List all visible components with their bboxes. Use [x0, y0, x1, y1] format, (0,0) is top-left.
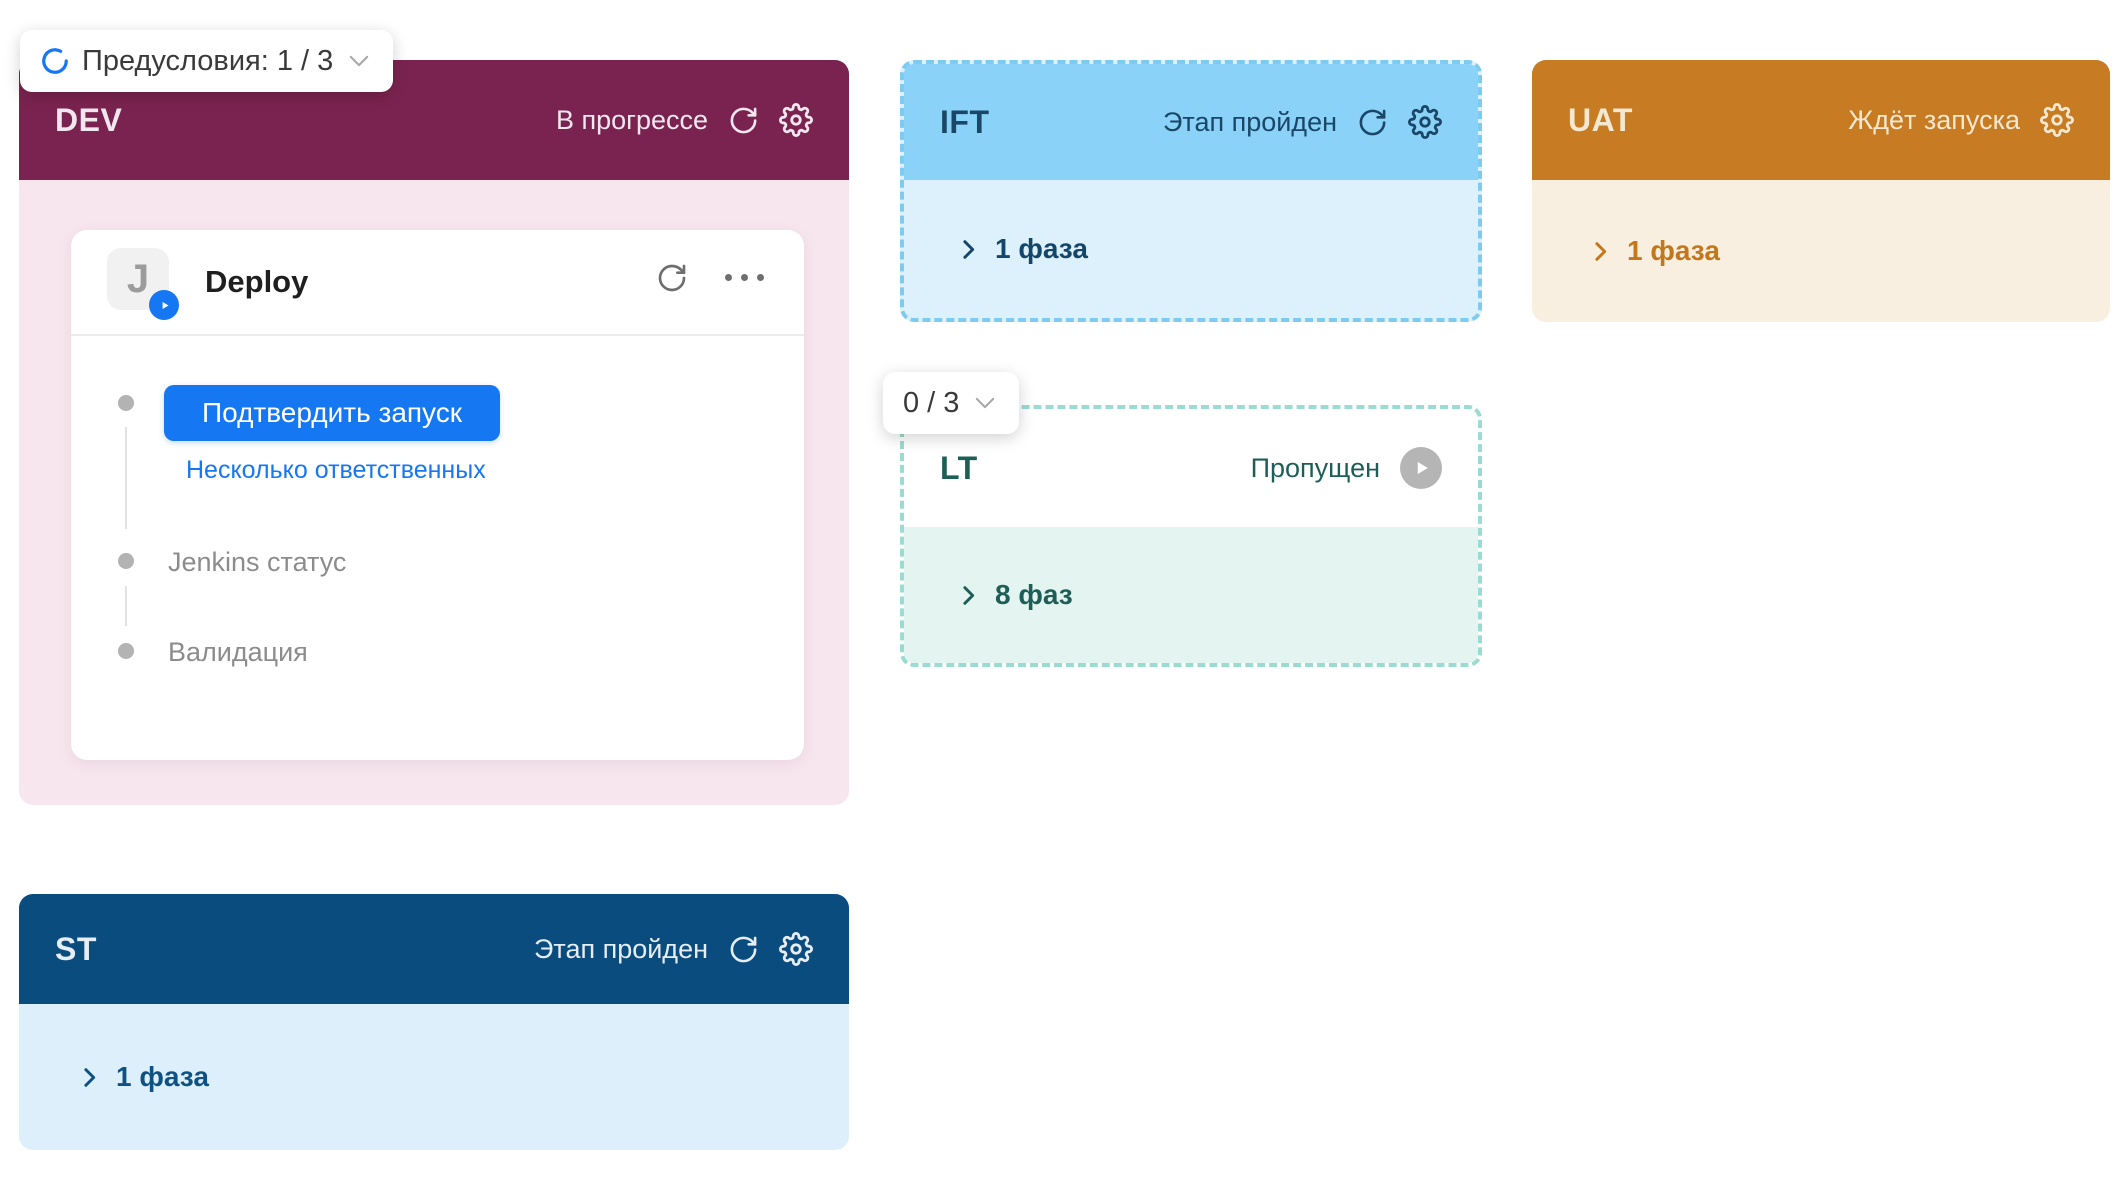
running-play-badge-icon: [149, 290, 179, 320]
st-phases-label: 1 фаза: [116, 1061, 209, 1092]
lt-status-text: Пропущен: [1250, 452, 1380, 483]
dev-stage-title: DEV: [55, 101, 123, 138]
preconditions-badge[interactable]: Предусловия: 1 / 3: [20, 30, 394, 92]
st-status-text: Этап пройден: [533, 933, 708, 964]
play-icon: [1410, 457, 1432, 479]
job-divider: [71, 334, 804, 336]
refresh-icon[interactable]: [1357, 107, 1388, 138]
dev-status-text: В прогрессе: [555, 104, 708, 135]
uat-phases-toggle[interactable]: 1 фаза: [1588, 235, 1720, 267]
lt-stage-header: LT Пропущен: [904, 409, 1478, 527]
gear-icon[interactable]: [779, 932, 813, 966]
preconditions-label: Предусловия: 1 / 3: [82, 44, 334, 77]
lt-progress-label: 0 / 3: [903, 386, 960, 419]
step-connector: [125, 427, 127, 529]
job-header: J Deploy: [71, 230, 804, 334]
refresh-icon[interactable]: [728, 105, 759, 136]
chevron-down-icon: [971, 389, 999, 417]
jenkins-avatar: J: [107, 248, 179, 320]
jenkins-job-card: J Deploy Подтвердить запус: [71, 230, 804, 760]
lt-phases-label: 8 фаз: [995, 579, 1073, 610]
ift-stage-header: IFT Этап пройден: [904, 64, 1478, 180]
chevron-right-icon: [956, 237, 981, 262]
chevron-right-icon: [956, 583, 981, 608]
chevron-right-icon: [1588, 239, 1613, 264]
ift-stage-card: IFT Этап пройден 1 фаза: [900, 60, 1482, 322]
uat-stage-card: UAT Ждёт запуска 1 фаза: [1532, 60, 2110, 322]
step-bullet: [118, 643, 134, 659]
step-connector: [125, 586, 127, 626]
ift-phases-toggle[interactable]: 1 фаза: [956, 233, 1088, 265]
ift-status-text: Этап пройден: [1162, 106, 1337, 137]
lt-run-button[interactable]: [1400, 447, 1442, 489]
ellipsis-icon: [757, 274, 764, 281]
uat-stage-title: UAT: [1568, 101, 1633, 138]
spinner-icon: [40, 46, 70, 76]
refresh-icon: [656, 262, 688, 294]
lt-phases-toggle[interactable]: 8 фаз: [956, 579, 1073, 611]
step-jenkins-status: Jenkins статус: [168, 547, 347, 577]
gear-icon[interactable]: [779, 103, 813, 137]
gear-icon[interactable]: [1408, 105, 1442, 139]
responsible-link[interactable]: Несколько ответственных: [186, 456, 486, 484]
st-stage-title: ST: [55, 930, 97, 967]
job-more-button[interactable]: [725, 274, 764, 281]
chevron-down-icon: [345, 47, 373, 75]
lt-stage-title: LT: [940, 449, 978, 486]
ift-stage-title: IFT: [940, 103, 990, 140]
refresh-icon[interactable]: [728, 934, 759, 965]
step-bullet: [118, 553, 134, 569]
step-validation: Валидация: [168, 637, 308, 667]
ellipsis-icon: [725, 274, 732, 281]
ellipsis-icon: [741, 274, 748, 281]
uat-status-text: Ждёт запуска: [1848, 104, 2020, 135]
st-stage-header: ST Этап пройден: [19, 894, 849, 1004]
step-bullet: [118, 395, 134, 411]
lt-stage-card: LT Пропущен 8 фаз: [900, 405, 1482, 667]
dev-stage-card: DEV В прогрессе J Deploy: [19, 60, 849, 805]
uat-stage-header: UAT Ждёт запуска: [1532, 60, 2110, 180]
ift-phases-label: 1 фаза: [995, 233, 1088, 264]
chevron-right-icon: [77, 1065, 102, 1090]
job-title: Deploy: [205, 264, 309, 299]
st-phases-toggle[interactable]: 1 фаза: [77, 1061, 209, 1093]
lt-progress-badge[interactable]: 0 / 3: [883, 372, 1020, 434]
confirm-launch-button[interactable]: Подтвердить запуск: [164, 385, 500, 441]
uat-phases-label: 1 фаза: [1627, 235, 1720, 266]
gear-icon[interactable]: [2040, 103, 2074, 137]
job-refresh-button[interactable]: [656, 262, 688, 294]
st-stage-card: ST Этап пройден 1 фаза: [19, 894, 849, 1150]
